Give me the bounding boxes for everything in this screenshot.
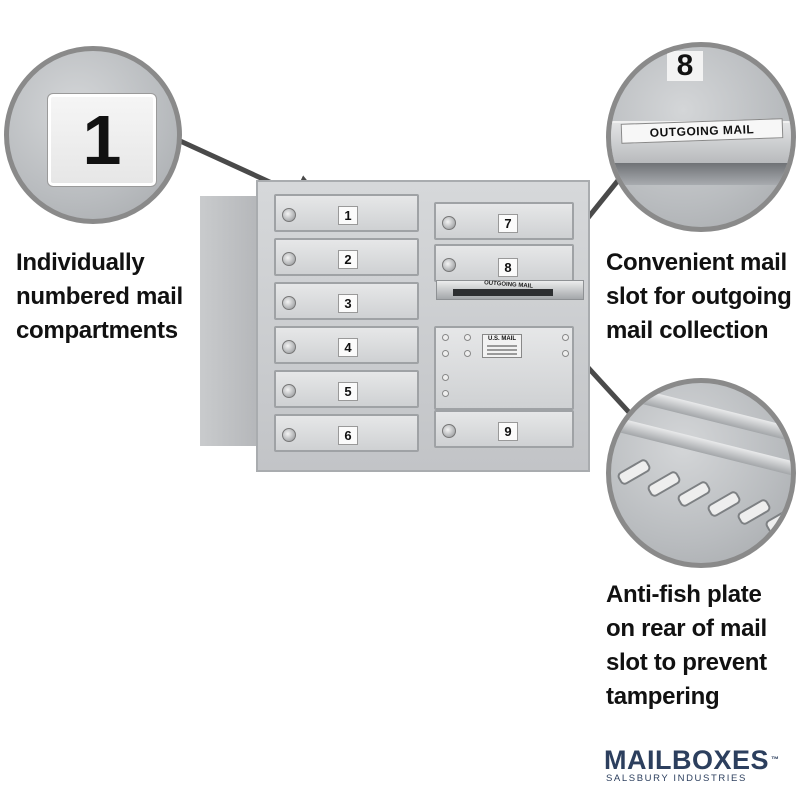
lock-icon bbox=[282, 208, 296, 222]
door-number: 3 bbox=[338, 294, 358, 313]
door-number: 6 bbox=[338, 426, 358, 445]
rivet bbox=[442, 390, 449, 397]
caption-line: slot to prevent bbox=[606, 649, 767, 676]
number-plate: 1 bbox=[47, 93, 157, 187]
rivet bbox=[442, 334, 449, 341]
caption-line: compartments bbox=[16, 317, 178, 344]
usps-plate-title: U.S. MAIL bbox=[488, 336, 516, 342]
slot-opening bbox=[453, 289, 553, 296]
anti-fish-slot bbox=[675, 479, 713, 509]
plate-fine-print bbox=[487, 349, 517, 351]
lock-icon bbox=[282, 252, 296, 266]
outgoing-slot-closeup: 8 OUTGOING MAIL bbox=[606, 42, 796, 232]
rivet bbox=[442, 374, 449, 381]
mailbox-door: 3 bbox=[274, 282, 419, 320]
door-number: 5 bbox=[338, 382, 358, 401]
anti-fish-plate-closeup bbox=[606, 378, 796, 568]
caption-line: Convenient mail bbox=[606, 249, 787, 276]
caption-line: numbered mail bbox=[16, 283, 183, 310]
caption-line: mail collection bbox=[606, 317, 769, 344]
caption-line: Anti-fish plate bbox=[606, 581, 762, 608]
anti-fish-slot bbox=[615, 457, 653, 487]
rivet bbox=[562, 350, 569, 357]
mailbox-door: 6 bbox=[274, 414, 419, 452]
caption-numbered-compartments: Individually numbered mail compartments bbox=[16, 246, 183, 348]
caption-anti-fish-plate: Anti-fish plate on rear of mail slot to … bbox=[606, 578, 767, 714]
logo-name: MAILBOXES bbox=[604, 745, 770, 775]
plate-fine-print bbox=[487, 345, 517, 347]
rivet bbox=[562, 334, 569, 341]
door-number: 7 bbox=[498, 214, 518, 233]
mailbox-door: 5 bbox=[274, 370, 419, 408]
mailbox-door: 1 bbox=[274, 194, 419, 232]
lock-icon bbox=[442, 258, 456, 272]
rivet bbox=[464, 334, 471, 341]
lock-icon bbox=[282, 340, 296, 354]
compartment-number-closeup: 1 bbox=[4, 46, 182, 224]
lock-icon bbox=[442, 424, 456, 438]
caption-line: on rear of mail bbox=[606, 615, 767, 642]
caption-outgoing-slot: Convenient mail slot for outgoing mail c… bbox=[606, 246, 792, 348]
outgoing-mail-slot bbox=[436, 280, 584, 300]
anti-fish-slot bbox=[645, 469, 683, 499]
caption-line: Individually bbox=[16, 249, 145, 276]
rivet bbox=[464, 350, 471, 357]
logo-subtitle: SALSBURY INDUSTRIES bbox=[606, 773, 747, 784]
mail-slot-opening bbox=[611, 163, 791, 185]
mailbox-door: 2 bbox=[274, 238, 419, 276]
mailbox-door: 7 bbox=[434, 202, 574, 240]
lock-icon bbox=[282, 296, 296, 310]
mailbox-side-panel bbox=[200, 196, 260, 446]
mailbox-door: 8 bbox=[434, 244, 574, 282]
mailbox-door: 4 bbox=[274, 326, 419, 364]
mailbox-door: 9 bbox=[434, 410, 574, 448]
door-number: 4 bbox=[338, 338, 358, 357]
usps-plate: U.S. MAIL bbox=[482, 334, 522, 358]
plate-fine-print bbox=[487, 353, 517, 355]
door-number: 1 bbox=[338, 206, 358, 225]
door-number: 8 bbox=[498, 258, 518, 277]
logo-trademark: ™ bbox=[771, 755, 780, 764]
door-number: 9 bbox=[498, 422, 518, 441]
caption-line: slot for outgoing bbox=[606, 283, 792, 310]
compartment-number-label: 8 bbox=[667, 49, 703, 82]
rivet bbox=[442, 350, 449, 357]
lock-icon bbox=[442, 216, 456, 230]
door-number: 2 bbox=[338, 250, 358, 269]
lock-icon bbox=[282, 384, 296, 398]
caption-line: tampering bbox=[606, 683, 720, 710]
lock-icon bbox=[282, 428, 296, 442]
